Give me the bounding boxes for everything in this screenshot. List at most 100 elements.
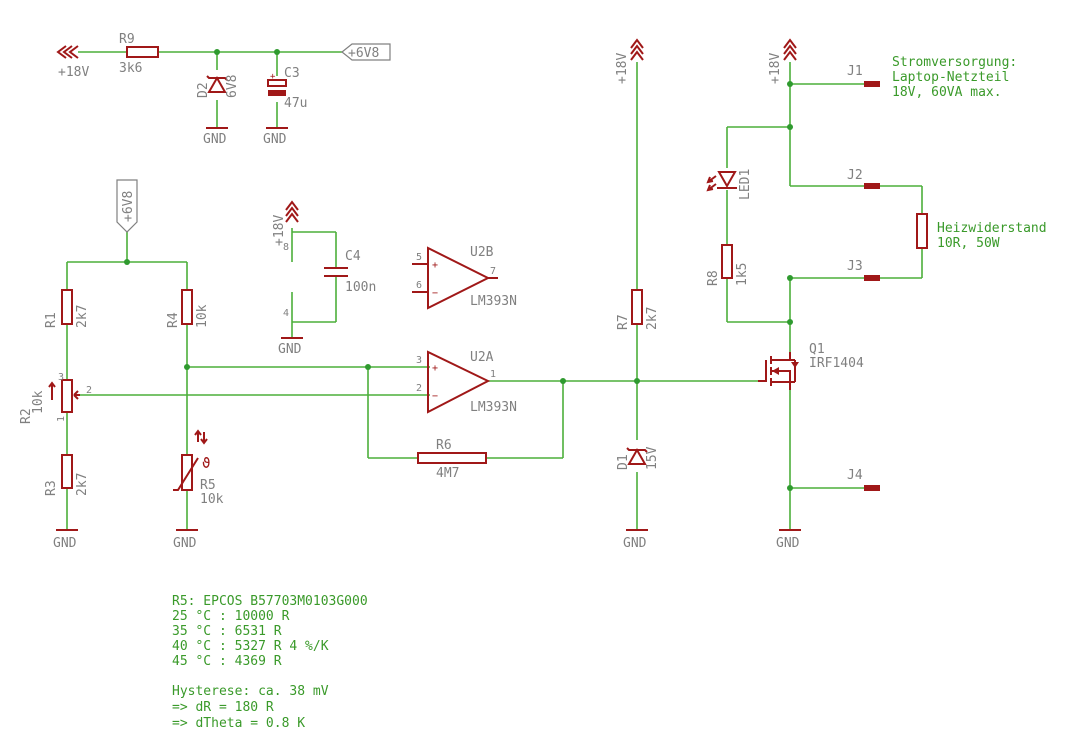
connector-j3: J3	[847, 259, 880, 281]
svg-text:R6: R6	[436, 438, 452, 453]
svg-text:25 °C : 10000 R: 25 °C : 10000 R	[172, 609, 290, 624]
svg-text:J2: J2	[847, 168, 863, 183]
svg-text:10k: 10k	[195, 304, 210, 328]
svg-text:+18V: +18V	[768, 53, 783, 84]
svg-text:U2B: U2B	[470, 245, 494, 260]
svg-text:Hysterese: ca. 38 mV: Hysterese: ca. 38 mV	[172, 684, 329, 699]
svg-text:GND: GND	[263, 132, 287, 147]
svg-text:GND: GND	[776, 536, 800, 551]
svg-text:LM393N: LM393N	[470, 294, 517, 309]
svg-text:Laptop-Netzteil: Laptop-Netzteil	[892, 70, 1009, 85]
supply-18v-j1: +18V	[768, 38, 797, 84]
svg-text:D2: D2	[196, 82, 211, 98]
svg-text:R5: R5	[200, 478, 216, 493]
svg-text:3: 3	[416, 355, 422, 366]
svg-text:R8: R8	[706, 270, 721, 286]
svg-text:+6V8: +6V8	[121, 191, 136, 222]
svg-text:=> dR = 180 R: => dR = 180 R	[172, 700, 274, 715]
svg-text:U2A: U2A	[470, 350, 494, 365]
svg-text:LED1: LED1	[738, 169, 753, 200]
junctions	[124, 49, 793, 491]
capacitor-c3: + C3 47u	[267, 66, 307, 111]
svg-text:R1: R1	[44, 312, 59, 328]
svg-text:+: +	[432, 363, 438, 374]
svg-text:45 °C : 4369 R: 45 °C : 4369 R	[172, 654, 282, 669]
svg-text:8: 8	[283, 242, 289, 253]
wires	[66, 51, 923, 530]
svg-text:Heizwiderstand: Heizwiderstand	[937, 221, 1047, 236]
svg-text:2k7: 2k7	[75, 305, 90, 328]
svg-text:+18V: +18V	[58, 65, 89, 80]
thermistor-r5: ϑ R5 10k	[173, 429, 224, 507]
svg-text:6V8: 6V8	[225, 75, 240, 98]
resistor-r8: R8 1k5	[706, 244, 750, 286]
svg-text:IRF1404: IRF1404	[809, 356, 864, 371]
resistor-r1: R1 2k7	[44, 289, 90, 328]
svg-text:R4: R4	[166, 312, 181, 328]
svg-text:3: 3	[58, 372, 64, 383]
resistor-r7: R7 2k7	[616, 289, 660, 330]
svg-text:J3: J3	[847, 259, 863, 274]
supply-18v-r7: +18V	[615, 38, 644, 84]
svg-text:15V: 15V	[645, 446, 660, 470]
mosfet-q1: Q1 IRF1404	[758, 342, 864, 390]
svg-text:R2: R2	[19, 408, 34, 424]
thermistor-notes: R5: EPCOS B57703M0103G000 25 °C : 10000 …	[172, 594, 368, 731]
svg-text:J4: J4	[847, 468, 863, 483]
svg-text:10k: 10k	[31, 390, 46, 414]
resistor-heizwiderstand: Heizwiderstand 10R, 50W	[916, 213, 1047, 251]
svg-text:R3: R3	[44, 480, 59, 496]
connector-j2: J2	[847, 168, 880, 189]
svg-text:4M7: 4M7	[436, 466, 459, 481]
svg-text:10R, 50W: 10R, 50W	[937, 236, 1000, 251]
svg-text:100n: 100n	[345, 280, 376, 295]
svg-text:+18V: +18V	[615, 53, 630, 84]
svg-text:47u: 47u	[284, 96, 307, 111]
resistor-r4: R4 10k	[166, 289, 210, 328]
capacitor-c4: C4 100n 8 4	[283, 242, 376, 319]
svg-text:D1: D1	[616, 454, 631, 470]
svg-text:2k7: 2k7	[75, 473, 90, 496]
svg-text:GND: GND	[278, 342, 302, 357]
gnd-symbols: GND GND GND GND GND GND GND	[53, 127, 801, 551]
zener-d1: D1 15V	[616, 446, 660, 470]
connector-j4: J4	[847, 468, 880, 491]
svg-text:4: 4	[283, 308, 289, 319]
resistor-r3: R3 2k7	[44, 454, 90, 496]
svg-text:+6V8: +6V8	[348, 46, 379, 61]
supply-6v8-out: +6V8	[341, 43, 391, 61]
svg-text:2: 2	[416, 383, 422, 394]
resistor-r6: R6 4M7	[417, 438, 487, 481]
svg-text:1: 1	[490, 369, 496, 380]
potentiometer-r2: R2 10k 3 2 1	[19, 372, 92, 424]
svg-text:5: 5	[416, 252, 422, 263]
svg-text:LM393N: LM393N	[470, 400, 517, 415]
svg-text:35 °C : 6531 R: 35 °C : 6531 R	[172, 624, 282, 639]
svg-text:−: −	[432, 391, 438, 402]
svg-text:R7: R7	[616, 314, 631, 330]
svg-text:2k7: 2k7	[645, 307, 660, 330]
svg-text:6: 6	[416, 280, 422, 291]
svg-text:GND: GND	[53, 536, 77, 551]
supply-18v-left: +18V	[56, 45, 89, 80]
svg-text:18V, 60VA max.: 18V, 60VA max.	[892, 85, 1002, 100]
svg-text:2: 2	[86, 385, 92, 396]
svg-text:10k: 10k	[200, 492, 224, 507]
supply-18v-c4: +18V	[272, 200, 299, 246]
svg-text:ϑ: ϑ	[202, 456, 210, 472]
svg-text:C4: C4	[345, 249, 361, 264]
svg-text:GND: GND	[203, 132, 227, 147]
svg-text:J1: J1	[847, 64, 863, 79]
svg-text:+: +	[270, 72, 276, 82]
svg-text:−: −	[432, 288, 438, 299]
svg-text:GND: GND	[623, 536, 647, 551]
opamp-u2b: + − 5 6 7 U2B LM393N	[412, 245, 517, 310]
power-supply-note: Stromversorgung: Laptop-Netzteil 18V, 60…	[892, 55, 1017, 100]
supply-6v8-top: +6V8	[116, 179, 138, 233]
zener-d2: D2 6V8	[196, 75, 240, 98]
svg-text:GND: GND	[173, 536, 197, 551]
svg-text:1k5: 1k5	[735, 263, 750, 286]
svg-text:Q1: Q1	[809, 342, 825, 357]
